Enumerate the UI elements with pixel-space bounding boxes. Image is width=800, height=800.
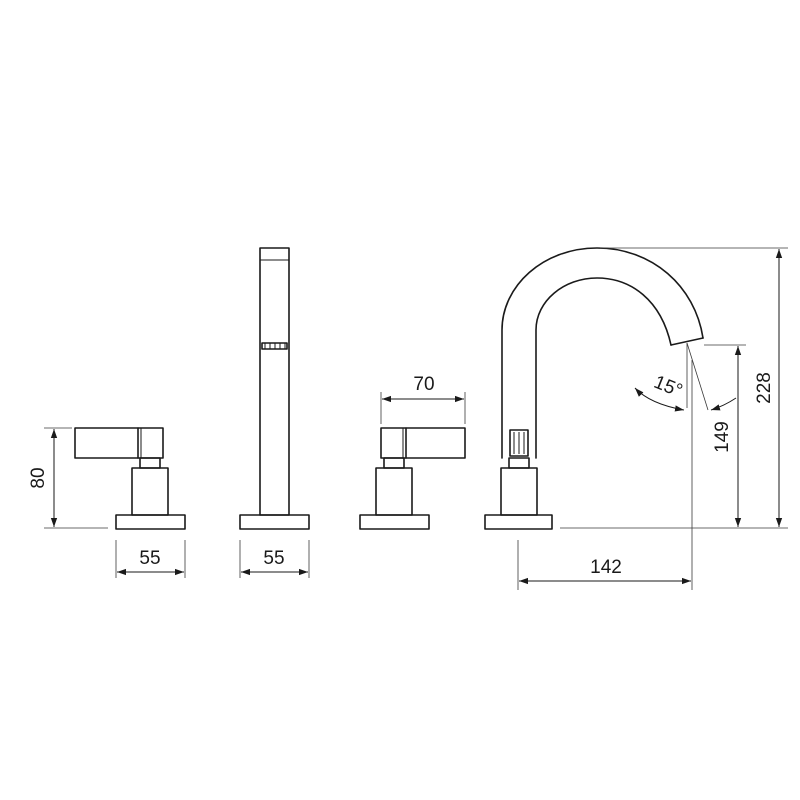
dim-label-142: 142	[590, 557, 622, 578]
dim-label-70: 70	[413, 374, 434, 395]
dimension-right-lever-length: 70	[380, 374, 466, 424]
right-handle-valve	[359, 427, 466, 530]
dimension-left-height: 80	[28, 427, 108, 529]
gooseneck-spout	[484, 247, 704, 530]
dimension-hand-shower-base-width: 55	[239, 540, 310, 578]
dimension-left-base-width: 55	[115, 540, 186, 578]
dim-label-80: 80	[28, 467, 49, 488]
dim-label-55-shower: 55	[263, 548, 284, 569]
dimension-outlet-height: 149	[560, 344, 746, 529]
dimension-spout-reach: 142	[517, 360, 693, 590]
dim-label-55-left: 55	[139, 548, 160, 569]
hand-shower	[239, 247, 310, 530]
dim-label-149: 149	[712, 421, 733, 453]
dim-label-228: 228	[754, 372, 775, 404]
dim-label-15-degrees: 15°	[651, 372, 686, 402]
dimension-total-height: 228	[600, 247, 788, 529]
left-handle-valve	[74, 427, 186, 530]
dimension-outlet-angle: 15°	[634, 342, 737, 412]
